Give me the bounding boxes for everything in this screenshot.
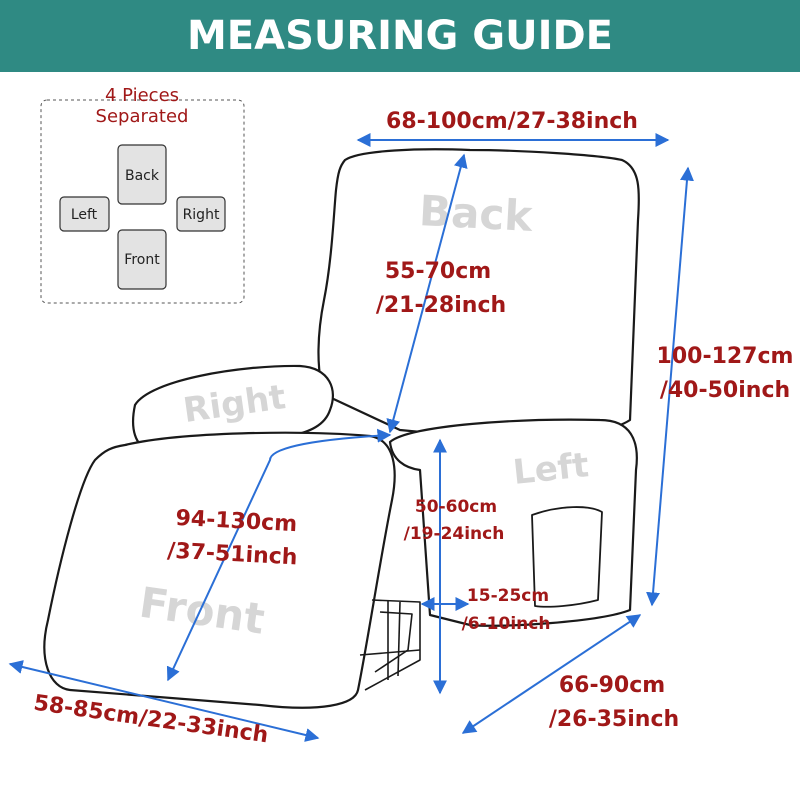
piece-left-tile bbox=[59, 196, 110, 232]
measure-total-height-in: /40-50inch bbox=[660, 378, 790, 403]
measure-back-height-cm: 55-70cm bbox=[385, 259, 491, 284]
piece-right-tile bbox=[176, 196, 226, 232]
piece-left-label: Left bbox=[71, 207, 98, 223]
measure-arm-height-in: /19-24inch bbox=[404, 524, 505, 544]
inset-heading-line1: 4 Pieces bbox=[105, 85, 179, 106]
piece-back-tile bbox=[117, 144, 167, 205]
piece-front-tile bbox=[117, 229, 167, 290]
piece-front-label: Front bbox=[124, 252, 160, 268]
arrow-front-width bbox=[8, 660, 320, 742]
pieces-inset: 4 Pieces Separated Back Left Right Front bbox=[40, 85, 245, 304]
measure-arm-height-cm: 50-60cm bbox=[415, 497, 497, 517]
measure-depth-in: /26-35inch bbox=[549, 707, 679, 732]
measure-arm-width-in: /6-10inch bbox=[462, 614, 551, 634]
piece-back-label: Back bbox=[125, 168, 160, 184]
measure-depth-cm: 66-90cm bbox=[559, 673, 665, 698]
measure-back-height-in: /21-28inch bbox=[376, 293, 506, 318]
chair-label-back: Back bbox=[418, 186, 535, 241]
inset-heading-line2: Separated bbox=[96, 106, 189, 127]
measure-arrows bbox=[8, 133, 694, 742]
chair-label-left: Left bbox=[511, 445, 591, 493]
header-banner bbox=[0, 0, 800, 72]
arrow-back-height bbox=[386, 153, 468, 434]
arrow-total-height bbox=[646, 166, 694, 607]
measure-back-width: 68-100cm/27-38inch bbox=[386, 109, 638, 134]
measure-arm-width-cm: 15-25cm bbox=[467, 586, 549, 606]
page-title: MEASURING GUIDE bbox=[186, 13, 613, 59]
measure-total-height-cm: 100-127cm bbox=[657, 344, 794, 369]
arrow-depth bbox=[461, 614, 642, 734]
arrow-seat-length bbox=[166, 428, 392, 682]
chair-pocket bbox=[531, 506, 603, 608]
piece-right-label: Right bbox=[183, 207, 220, 223]
